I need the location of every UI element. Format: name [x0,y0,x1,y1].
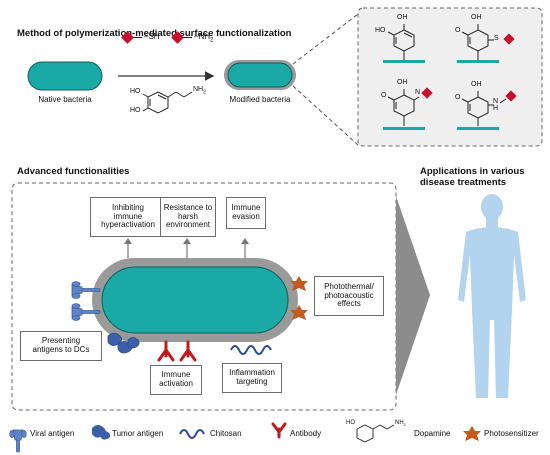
inhibiting-line-3: hyperactivation [101,220,155,230]
panel3-o-label: O [381,92,387,99]
applications-title-line-1: Applications in various [420,166,525,177]
photothermal-line-2: photoacoustic [324,290,374,300]
legend-photosensitizer-icon [463,426,481,441]
dopamine-amine-text: NH [193,86,204,93]
amine-reagent-diamond [171,31,184,44]
resistance-line-3: environment [165,220,211,230]
legend-tumor-antigen-icon [92,425,111,440]
photosensitizer-cluster [290,276,308,320]
legend-dopamine-ho-label: HO [346,420,355,426]
dopamine-amine-subscript: 2 [203,89,206,96]
tumor-antigen-cluster [107,332,140,354]
legend-chitosan-icon [179,429,205,439]
schiff-base-molecule [387,89,420,126]
amine-adduct-molecule [461,91,507,126]
native-bacteria-label: Native bacteria [38,95,92,104]
inflammation-line-2: targeting [236,377,268,386]
dopamine-structure [142,91,193,114]
legend-dopamine-nh-text: NH [395,420,404,426]
advanced-panel [11,182,397,411]
amine-label-subscript: 2 [210,37,214,44]
photothermal-line-1: Photothermal/ [324,281,374,291]
viral-antigen-cluster [71,281,101,321]
legend-dopamine-nh2-label: NH2 [395,420,406,427]
legend-photosensitizer-label: Photosensitizer [484,429,539,438]
inhibiting-line-2: immune [113,211,143,221]
immune-evasion-box: Immune evasion [226,197,266,229]
panel2-oh-label: OH [471,14,482,21]
panel4-o-label: O [455,94,461,101]
surface-line-1 [383,60,425,63]
applications-title-line-2: disease treatments [420,177,507,189]
presenting-antigens-box: Presenting antigens to DCs [20,331,102,361]
panel1-ho-label: HO [375,27,386,34]
inflammation-targeting-box: Inflammation targeting [222,363,282,393]
functionalized-bacteria [101,266,289,334]
chitosan-wave [230,345,272,355]
dopamine-ho-label-bottom: HO [130,107,141,114]
photothermal-line-3: effects [337,299,361,309]
thiol-adduct-diamond [503,33,515,45]
activation-line-2: activation [159,379,193,388]
zoom-line-top [292,13,359,65]
panel3-n-label: N [415,89,421,96]
inflammation-line-1: Inflammation [229,368,275,378]
resistance-line-1: Resistance to [163,202,213,212]
zoom-line-bottom [292,85,359,146]
evasion-line-2: evasion [232,212,260,221]
thiol-label: –SH [144,32,160,41]
panel2-o-label: O [455,27,461,34]
legend-tumor-antigen-label: Tumor antigen [112,429,164,438]
panel2-s-label: S [494,35,499,42]
surface-line-3 [383,127,425,130]
amine-label: –NH2 [194,32,214,44]
legend-dopamine-label: Dopamine [414,429,451,438]
amine-label-text: NH [198,32,211,41]
modified-bacteria-label: Modified bacteria [229,95,291,104]
antibody-cluster [157,340,197,362]
catechol-molecule [387,24,415,60]
legend-antibody-label: Antibody [290,429,322,438]
presenting-line-1: Presenting [41,336,81,346]
panel1-oh-label: OH [397,14,408,21]
surface-line-2 [457,60,499,63]
legend-dopamine-icon [356,424,395,443]
upward-arrows [124,238,249,258]
advanced-title: Advanced functionalities [17,166,130,177]
legend-antibody-icon [271,422,287,439]
presenting-line-2: antigens to DCs [32,345,90,354]
panel4-oh-label: OH [471,81,482,88]
inhibiting-immune-box: Inhibiting immune hyperactivation [90,197,166,237]
dopamine-amine-label: NH2 [193,86,206,95]
thiol-reagent-diamond [121,31,134,44]
panel4-h-text: H [493,105,499,112]
method-title: Method of polymerization-mediated surfac… [17,28,292,39]
human-silhouette [458,194,526,398]
dopamine-ho-label-top: HO [130,88,141,95]
surface-line-4 [457,127,499,130]
thiol-label-text: SH [148,32,160,41]
inhibiting-line-1: Inhibiting [111,202,145,212]
thiol-adduct-molecule [461,24,494,60]
modified-bacteria [227,62,293,88]
panel3-oh-label: OH [397,79,408,86]
legend-viral-antigen-label: Viral antigen [30,429,75,438]
applications-title: Applications in various disease treatmen… [420,166,525,189]
native-bacteria [27,61,103,91]
photothermal-box: Photothermal/ photoacoustic effects [314,276,384,316]
immune-activation-box: Immune activation [150,365,202,395]
evasion-line-1: Immune [231,203,261,213]
legend-chitosan-label: Chitosan [210,429,242,438]
legend-viral-antigen-icon [9,429,27,453]
panel4-n-text: N [493,98,499,105]
legend-dopamine-nh-sub: 2 [403,422,406,428]
application-arrow [396,196,430,395]
activation-line-1: Immune [161,370,191,380]
chemistry-panel [357,7,543,147]
resistance-box: Resistance to harsh environment [160,197,216,237]
resistance-line-2: harsh [177,211,198,221]
